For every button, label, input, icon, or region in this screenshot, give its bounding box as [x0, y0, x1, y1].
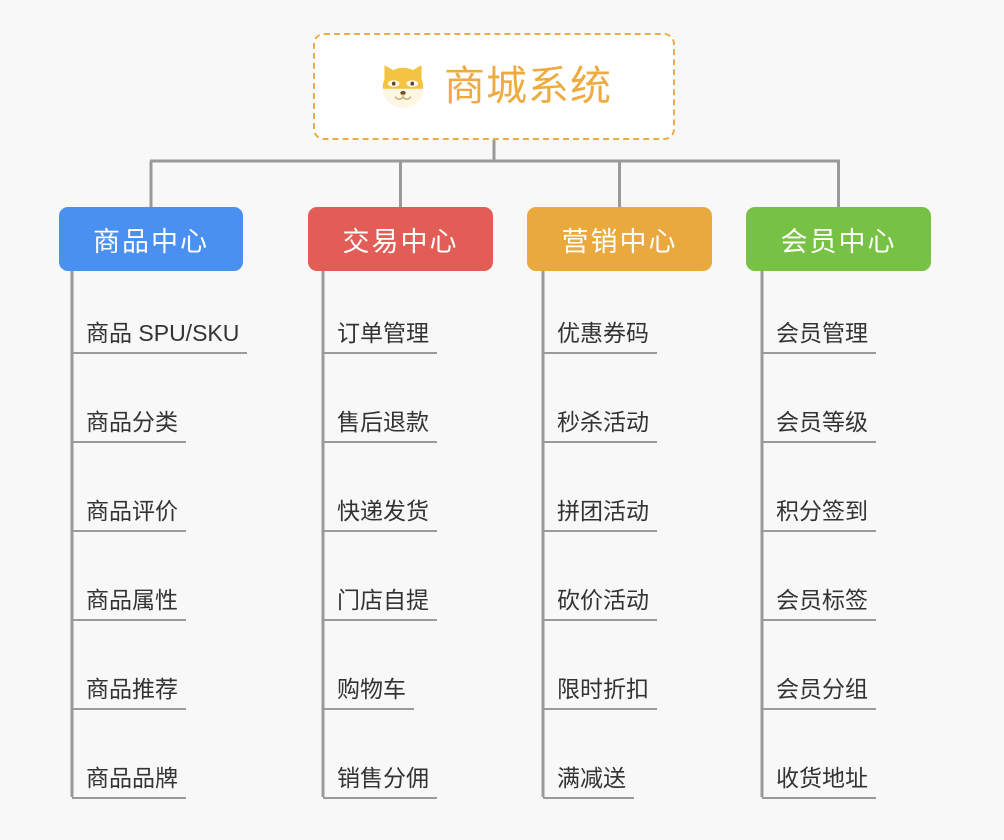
- leaf-item[interactable]: 商品品牌: [72, 763, 186, 799]
- leaf-item[interactable]: 收货地址: [762, 763, 876, 799]
- root-title: 商城系统: [444, 63, 612, 109]
- leaf-item[interactable]: 拼团活动: [543, 496, 657, 532]
- leaf-item[interactable]: 门店自提: [323, 585, 437, 621]
- leaf-item[interactable]: 快递发货: [323, 496, 437, 532]
- leaf-item[interactable]: 商品 SPU/SKU: [72, 318, 248, 354]
- leaf-item[interactable]: 秒杀活动: [543, 407, 657, 443]
- leaf-item[interactable]: 商品分类: [72, 407, 186, 443]
- leaf-item[interactable]: 售后退款: [323, 407, 437, 443]
- category-label: 营销中心: [561, 226, 678, 257]
- leaf-item[interactable]: 满减送: [543, 763, 634, 799]
- category-box-3[interactable]: 营销中心: [527, 207, 712, 271]
- leaf-item[interactable]: 商品推荐: [72, 674, 186, 710]
- leaf-item[interactable]: 会员标签: [762, 585, 876, 621]
- category-box-1[interactable]: 商品中心: [59, 207, 243, 271]
- leaf-item[interactable]: 销售分佣: [323, 763, 437, 799]
- category-label: 交易中心: [342, 226, 459, 257]
- leaf-item[interactable]: 购物车: [323, 674, 414, 710]
- shiba-dog-face-icon: [382, 64, 424, 108]
- leaf-item[interactable]: 限时折扣: [543, 674, 657, 710]
- category-label: 商品中心: [93, 226, 209, 257]
- leaf-item[interactable]: 会员管理: [762, 318, 876, 354]
- leaf-item[interactable]: 订单管理: [323, 318, 437, 354]
- leaf-item[interactable]: 优惠券码: [543, 318, 657, 354]
- root-node[interactable]: 商城系统: [313, 33, 675, 140]
- leaf-item[interactable]: 商品评价: [72, 496, 186, 532]
- leaf-item[interactable]: 积分签到: [762, 496, 876, 532]
- leaf-item[interactable]: 砍价活动: [543, 585, 657, 621]
- category-box-2[interactable]: 交易中心: [308, 207, 493, 271]
- leaf-item[interactable]: 商品属性: [72, 585, 186, 621]
- category-label: 会员中心: [780, 226, 897, 257]
- leaf-item[interactable]: 会员分组: [762, 674, 876, 710]
- category-box-4[interactable]: 会员中心: [746, 207, 931, 271]
- leaf-item[interactable]: 会员等级: [762, 407, 876, 443]
